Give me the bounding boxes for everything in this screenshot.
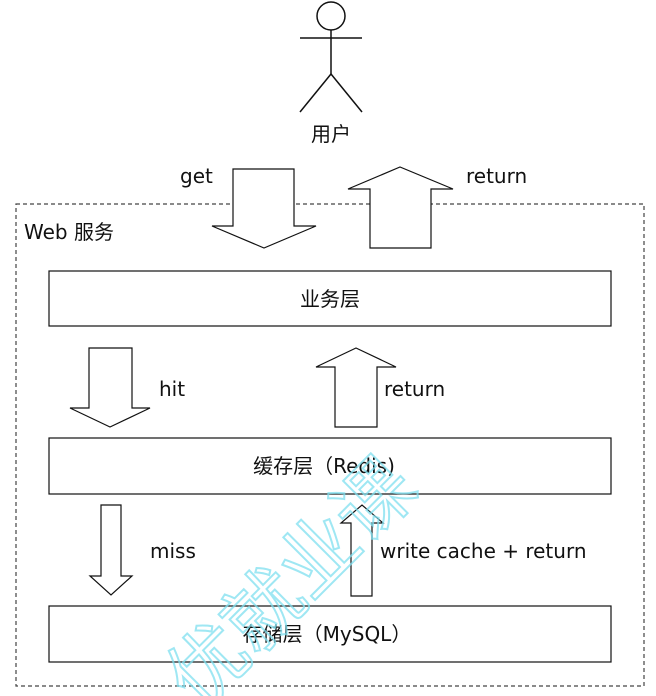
web-service-boundary	[15, 203, 645, 687]
return-mid-arrow-icon	[315, 347, 397, 428]
storage-layer-box	[48, 605, 612, 663]
business-layer-box	[48, 270, 612, 327]
cache-layer-box	[48, 437, 612, 495]
hit-label: hit	[159, 377, 185, 401]
return-top-arrow-icon	[347, 166, 454, 249]
hit-arrow-icon	[69, 347, 151, 428]
return-top-label: return	[466, 164, 527, 188]
business-layer-label: 业务层	[300, 287, 360, 311]
web-service-label: Web 服务	[24, 220, 114, 244]
write-return-label: write cache + return	[380, 539, 587, 563]
return-mid-label: return	[384, 377, 445, 401]
user-label: 用户	[311, 122, 351, 146]
get-label: get	[180, 164, 213, 188]
user-actor-icon	[299, 1, 363, 113]
write-return-arrow-icon	[339, 504, 385, 597]
storage-layer-label: 存储层（MySQL）	[243, 622, 412, 646]
miss-arrow-icon	[88, 504, 134, 596]
cache-layer-label: 缓存层（Redis)	[253, 454, 395, 478]
get-arrow-icon	[211, 168, 317, 249]
miss-label: miss	[150, 539, 196, 563]
